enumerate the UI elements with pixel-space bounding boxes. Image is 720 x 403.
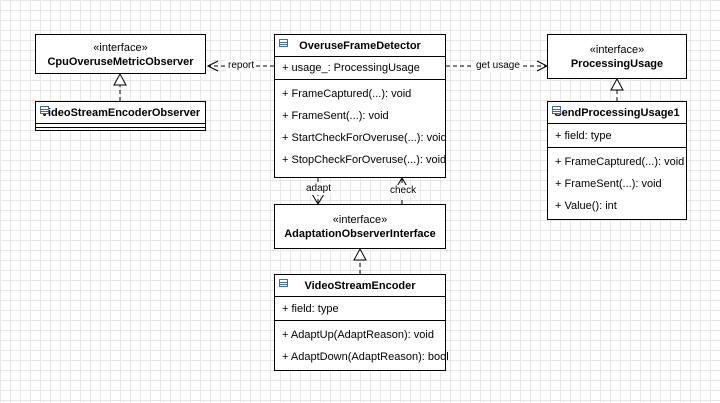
class-icon <box>552 106 561 114</box>
send-usage-methods: + FrameCaptured(...): void + FrameSent(.… <box>548 147 686 217</box>
send-processing-usage1-class[interactable]: SendProcessingUsage1 + field: type + Fra… <box>547 101 687 220</box>
encoder-methods: + AdaptUp(AdaptReason): void + AdaptDown… <box>275 320 449 368</box>
vse-observer-attr-compartment <box>36 124 205 128</box>
send-usage-fields: + field: type <box>548 124 686 147</box>
detector-method: + FrameCaptured(...): void <box>282 88 412 100</box>
class-icon <box>279 39 288 47</box>
send-usage-field: + field: type <box>555 130 612 142</box>
detector-method: + StartCheckForOveruse(...): void <box>282 132 447 144</box>
get-usage-label: get usage <box>474 60 522 72</box>
encoder-method: + AdaptDown(AdaptReason): bool <box>282 351 449 363</box>
detector-method: + StopCheckForOveruse(...): void <box>282 154 447 166</box>
processing-usage-stereotype: «interface» <box>589 44 645 56</box>
adaptation-name: AdaptationObserverInterface <box>284 228 436 240</box>
detector-methods: + FrameCaptured(...): void + FrameSent(.… <box>275 79 447 171</box>
send-usage-method: + Value(): int <box>555 200 617 212</box>
processing-usage-name: ProcessingUsage <box>570 58 664 70</box>
overuse-frame-detector-class[interactable]: OveruseFrameDetector + usage_: Processin… <box>274 34 447 178</box>
vse-observer-realization-head <box>113 72 127 86</box>
class-icon <box>279 279 288 287</box>
encoder-field: + field: type <box>282 303 339 315</box>
video-stream-encoder-class[interactable]: VideoStreamEncoder + field: type + Adapt… <box>274 274 449 371</box>
detector-fields: + usage_: ProcessingUsage <box>275 57 445 79</box>
video-stream-encoder-observer-class[interactable]: VideoStreamEncoderObserver <box>35 101 206 131</box>
send-usage-name: SendProcessingUsage1 <box>554 107 680 119</box>
adapt-label: adapt <box>304 183 334 195</box>
send-usage-method: + FrameSent(...): void <box>555 178 662 190</box>
report-arrowhead <box>206 60 219 72</box>
check-label: check <box>388 185 419 197</box>
cpu-observer-name: CpuOveruseMetricObserver <box>47 56 194 68</box>
cpu-overuse-metric-observer-class[interactable]: «interface» CpuOveruseMetricObserver <box>35 34 206 74</box>
check-arrowhead <box>395 177 409 189</box>
send-usage-method: + FrameCaptured(...): void <box>555 156 685 168</box>
processing-usage-class[interactable]: «interface» ProcessingUsage <box>547 34 687 79</box>
cpu-observer-stereotype: «interface» <box>93 42 148 54</box>
vse-observer-name: VideoStreamEncoderObserver <box>40 107 201 119</box>
adaptation-observer-interface-class[interactable]: «interface» AdaptationObserverInterface <box>274 204 446 249</box>
detector-method: + FrameSent(...): void <box>282 110 389 122</box>
adaptation-stereotype: «interface» <box>332 214 388 226</box>
report-label: report <box>226 60 257 72</box>
encoder-method: + AdaptUp(AdaptReason): void <box>282 329 434 341</box>
encoder-name: VideoStreamEncoder <box>304 280 416 292</box>
send-usage-realization-head <box>610 77 624 91</box>
class-icon <box>40 106 49 114</box>
encoder-realization-head <box>353 247 367 261</box>
detector-field: + usage_: ProcessingUsage <box>282 62 420 74</box>
detector-name: OveruseFrameDetector <box>299 40 421 52</box>
encoder-fields: + field: type <box>275 297 445 320</box>
